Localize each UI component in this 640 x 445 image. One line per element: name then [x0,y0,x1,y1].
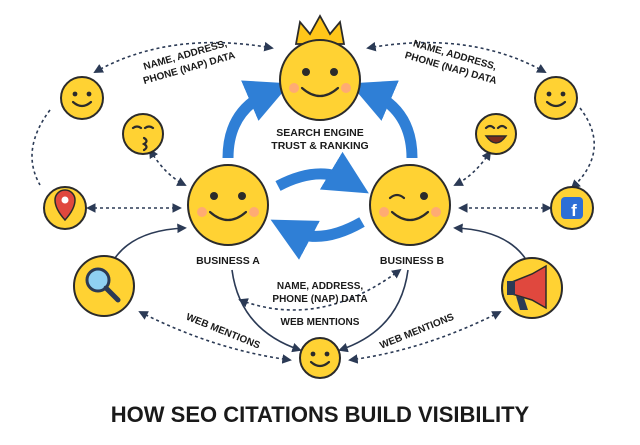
search-engine-node: SEARCH ENGINE TRUST & RANKING [271,14,369,152]
nap-middle-line2: PHONE (NAP) DATA [272,294,367,305]
megaphone-icon [507,264,547,310]
magnifier-icon [85,267,121,303]
right-facebook-node: f [550,186,594,230]
left-search-node [73,255,135,317]
connector-topleft-to-search [93,41,274,73]
left-kiss-node [122,113,164,155]
smiley-icon [299,337,341,379]
business-a-label: BUSINESS A [196,255,260,267]
blue-arrows [222,80,418,260]
connector-outer-left [31,109,51,186]
diagram-title: HOW SEO CITATIONS BUILD VISIBILITY [111,402,530,427]
kissing-smiley-icon [122,113,164,155]
bottom-node [299,337,341,379]
web-mentions-middle: WEB MENTIONS [281,317,360,328]
connector-outer-right [570,107,595,190]
connector-megaphone-to-b [453,223,526,259]
business-a-node: BUSINESS A [187,164,269,267]
smiley-icon [60,76,104,120]
search-engine-label-line2: TRUST & RANKING [271,140,368,152]
left-top-node [60,76,104,120]
connector-left-web [138,311,292,364]
facebook-glyph: f [571,201,577,220]
winking-smiley-icon [369,164,451,246]
crown-icon [294,14,346,45]
connector-kiss-to-a [149,148,187,186]
web-mentions-right: WEB MENTIONS [378,312,456,352]
business-b-node: BUSINESS B [369,164,451,267]
arrow-b-to-a [270,217,365,260]
search-engine-label-line1: SEARCH ENGINE [276,127,364,139]
business-b-label: BUSINESS B [380,255,445,267]
connector-magnifier-to-a [114,223,187,259]
connectors [31,41,595,364]
connector-topright-to-search [366,41,547,73]
nap-middle-line1: NAME, ADDRESS, [277,281,364,292]
facebook-icon [561,197,583,219]
smiley-icon [187,164,269,246]
right-top-node [534,76,578,120]
right-megaphone-node [501,257,563,319]
arrow-b-to-search [349,80,418,159]
arrow-a-to-b [275,151,369,194]
connector-middle-nap [238,268,402,311]
connector-grin-to-b [453,150,492,186]
right-grin-node [475,113,517,155]
smiley-icon [534,76,578,120]
left-map-node [43,186,87,230]
map-pin-icon [54,189,76,222]
crown-smiley-icon [279,39,361,121]
grinning-smiley-icon [475,113,517,155]
arrow-a-to-search [222,80,291,159]
connector-right-web [348,311,502,364]
